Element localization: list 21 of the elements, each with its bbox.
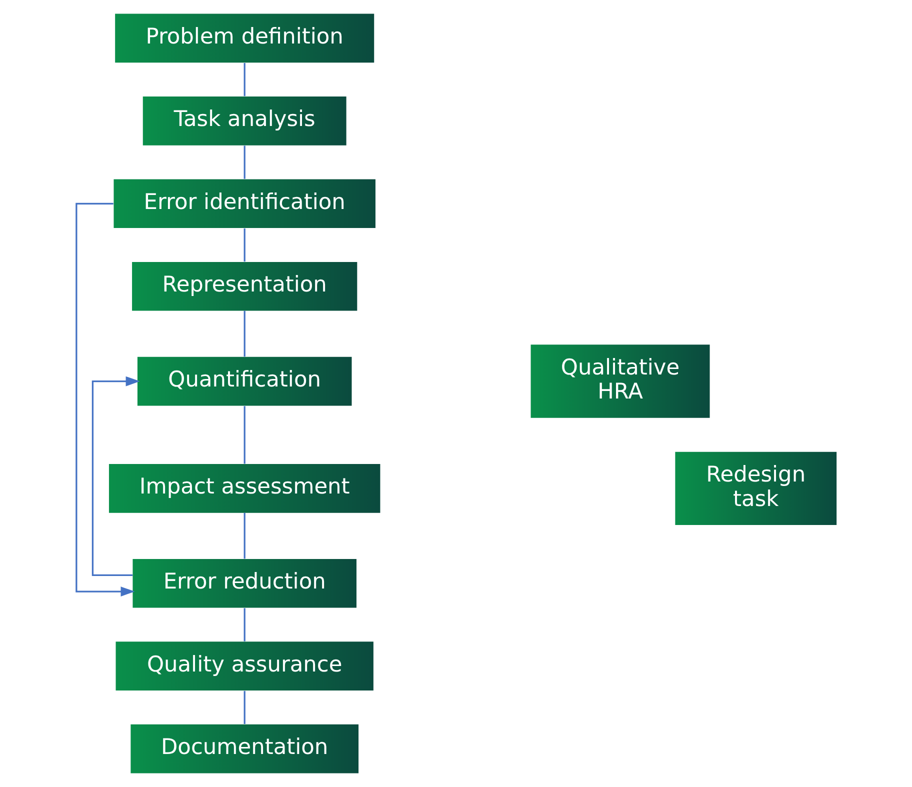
connector	[243, 146, 245, 179]
node-box: Error reduction	[132, 558, 356, 608]
connector	[243, 406, 245, 464]
node-box: Quality assurance	[115, 642, 373, 690]
connector	[243, 512, 245, 559]
connector	[243, 228, 245, 262]
arrow	[75, 202, 134, 596]
connector	[243, 63, 245, 96]
arrow	[91, 376, 140, 576]
connector	[243, 608, 245, 642]
node-box: Problem definition	[114, 14, 374, 63]
node-box: Representation	[132, 262, 357, 311]
node-box: Task analysis	[142, 96, 346, 146]
node-box: Qualitative HRA	[530, 344, 710, 418]
connector	[243, 690, 245, 724]
node-box: Impact assessment	[108, 464, 380, 513]
node-box: Redesign task	[674, 452, 836, 526]
node-box: Quantification	[136, 356, 352, 406]
node-box: Error identification	[113, 179, 375, 228]
connector	[243, 310, 245, 357]
node-box: Documentation	[130, 724, 358, 774]
